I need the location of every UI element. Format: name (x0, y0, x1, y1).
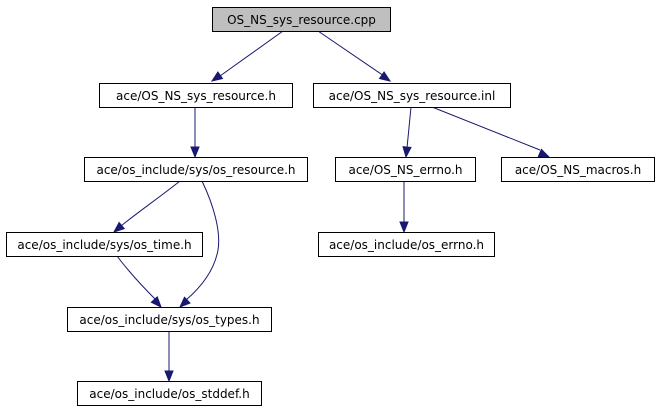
edge-line (219, 30, 284, 77)
node-box[interactable] (318, 232, 495, 257)
edge-arrowhead (190, 146, 200, 159)
edges (112, 30, 551, 383)
node-label: ace/os_include/sys/os_types.h (79, 313, 259, 327)
nodes: OS_NS_sys_resource.cpp ace/OS_NS_sys_reso… (6, 7, 655, 406)
edge-line (120, 180, 181, 227)
node-label: ace/OS_NS_macros.h (515, 163, 641, 177)
node-label: ace/os_include/os_stddef.h (89, 387, 249, 401)
node-box[interactable] (84, 157, 308, 182)
edge-arrowhead (378, 71, 392, 82)
node-label: OS_NS_sys_resource.cpp (227, 13, 376, 27)
edge-errnoh-to-oserrno (399, 181, 409, 234)
node-macros[interactable]: ace/OS_NS_macros.h (501, 157, 655, 182)
node-osstddef[interactable]: ace/os_include/os_stddef.h (77, 381, 262, 406)
edge-arrowhead (402, 146, 412, 159)
node-box[interactable] (77, 381, 262, 406)
node-oserrno[interactable]: ace/os_include/os_errno.h (318, 232, 495, 257)
edge-line (406, 106, 412, 149)
node-ostime[interactable]: ace/os_include/sys/os_time.h (6, 232, 203, 257)
edge-h-to-osres (190, 107, 200, 159)
node-box[interactable] (99, 83, 293, 108)
edge-osres-to-ostime (112, 180, 181, 233)
node-h[interactable]: ace/OS_NS_sys_resource.h (99, 83, 293, 108)
edge-line (431, 106, 541, 151)
edge-arrowhead (150, 296, 162, 308)
node-cpp[interactable]: OS_NS_sys_resource.cpp (212, 7, 391, 32)
edge-line (116, 255, 157, 301)
node-osres[interactable]: ace/os_include/sys/os_resource.h (84, 157, 308, 182)
edge-cpp-to-inl (317, 30, 392, 82)
node-box[interactable] (67, 307, 272, 332)
edge-ostime-to-ostypes (116, 255, 162, 308)
node-inl[interactable]: ace/OS_NS_sys_resource.inl (313, 83, 511, 108)
node-errnoh[interactable]: ace/OS_NS_errno.h (335, 157, 476, 182)
node-label: ace/OS_NS_errno.h (348, 163, 462, 177)
edge-inl-to-macros (431, 106, 551, 158)
edge-inl-to-errnoh (402, 106, 412, 159)
edge-cpp-to-h (210, 30, 284, 82)
edge-ostypes-to-osstddef (164, 331, 174, 383)
node-box[interactable] (212, 7, 391, 32)
node-label: ace/os_include/sys/os_time.h (17, 238, 191, 252)
node-box[interactable] (501, 157, 655, 182)
edge-line (185, 180, 220, 301)
edge-arrowhead (399, 221, 409, 234)
edge-arrowhead (164, 370, 174, 383)
node-box[interactable] (6, 232, 203, 257)
node-label: ace/OS_NS_sys_resource.inl (329, 89, 496, 103)
edge-line (317, 30, 385, 77)
edge-arrowhead (179, 296, 191, 308)
node-box[interactable] (335, 157, 476, 182)
edge-osres-to-ostypes (179, 180, 220, 308)
node-label: ace/os_include/os_errno.h (329, 238, 484, 252)
edge-arrowhead (210, 71, 224, 82)
node-label: ace/os_include/sys/os_resource.h (96, 163, 295, 177)
edge-arrowhead (112, 221, 126, 233)
edge-arrowhead (537, 148, 551, 158)
node-ostypes[interactable]: ace/os_include/sys/os_types.h (67, 307, 272, 332)
node-box[interactable] (313, 83, 511, 108)
node-label: ace/OS_NS_sys_resource.h (116, 89, 276, 103)
